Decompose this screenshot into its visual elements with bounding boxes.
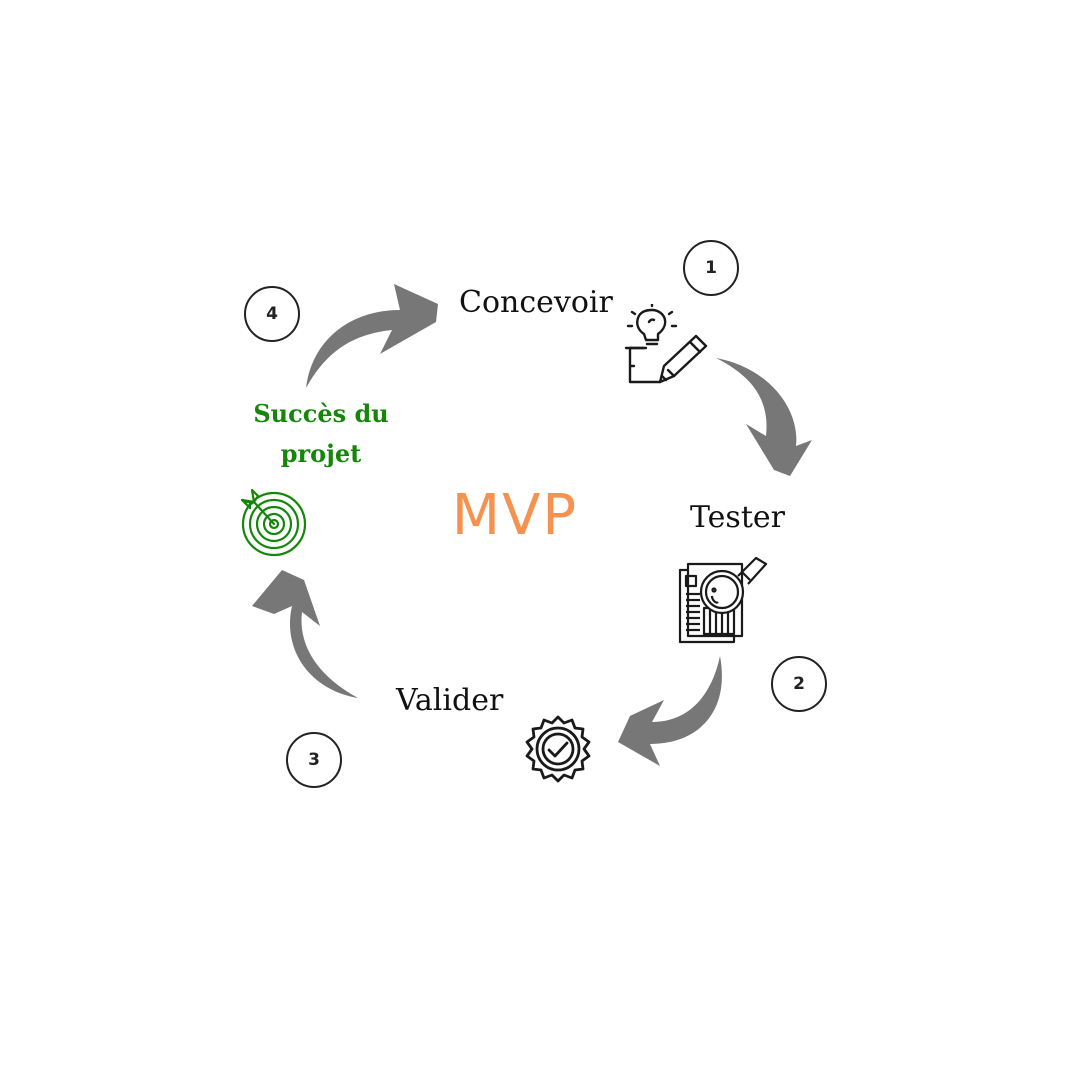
step-number-badge-2: 2 (771, 656, 827, 712)
step-number-badge-1: 1 (683, 240, 739, 296)
document-magnifier-icon (678, 556, 768, 644)
target-dart-icon (240, 488, 307, 557)
arrow-valider-to-success (252, 570, 358, 698)
center-label-mvp: MVP (451, 483, 579, 548)
arrow-tester-to-valider (618, 656, 722, 766)
arrow-success-to-concevoir (306, 284, 438, 388)
arrow-concevoir-to-tester (716, 358, 812, 476)
idea-pencil-icon (624, 304, 708, 384)
step-label-succes-du-projet: Succès du projet (253, 399, 389, 468)
step-number-badge-4: 4 (244, 286, 300, 342)
approval-badge-icon (525, 715, 591, 783)
step-number-badge-3: 3 (286, 732, 342, 788)
step-label-tester: Tester (690, 500, 785, 535)
step-label-concevoir: Concevoir (459, 285, 613, 320)
step-label-valider: Valider (396, 683, 504, 718)
